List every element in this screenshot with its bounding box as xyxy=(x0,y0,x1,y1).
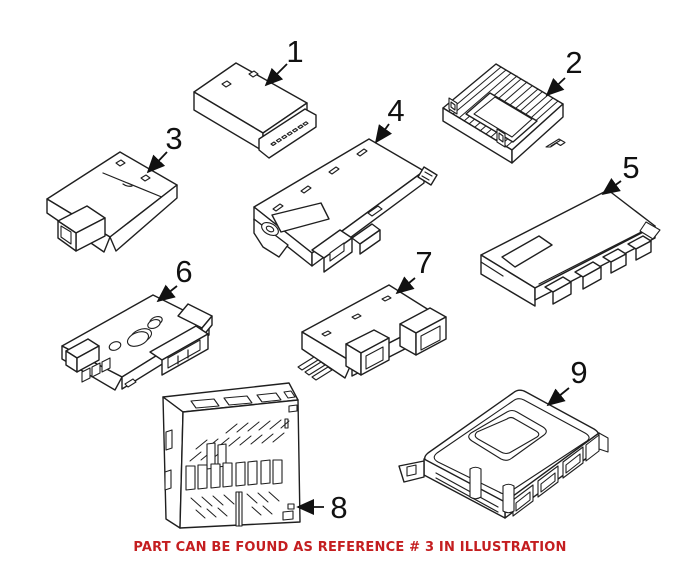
part-2-module-icon xyxy=(442,63,566,164)
part-3-ref-number: 3 xyxy=(165,120,183,156)
part-6-module-icon xyxy=(61,294,213,391)
part-3-arrow xyxy=(146,151,168,174)
part-1-module-icon xyxy=(193,62,317,159)
part-9-module-icon xyxy=(398,389,609,519)
part-7-module-icon xyxy=(297,284,447,381)
reference-note: PART CAN BE FOUND AS REFERENCE # 3 IN IL… xyxy=(133,540,567,555)
part-1-ref-number: 1 xyxy=(286,33,304,69)
part-6-ref-number: 6 xyxy=(175,253,193,289)
part-7-arrow xyxy=(395,276,416,295)
part-4-ref-number: 4 xyxy=(387,92,405,128)
part-6-arrow xyxy=(156,284,178,303)
part-5-module-icon xyxy=(480,189,661,307)
part-8-module-icon xyxy=(162,382,301,529)
part-7-ref-number: 7 xyxy=(415,244,433,280)
part-9-ref-number: 9 xyxy=(570,354,588,390)
part-8-ref-number: 8 xyxy=(330,489,348,525)
part-4-arrow xyxy=(374,123,393,144)
part-5-ref-number: 5 xyxy=(622,149,640,185)
part-5-arrow xyxy=(601,177,622,196)
part-1-arrow xyxy=(264,63,288,87)
part-3-module-icon xyxy=(46,151,178,253)
part-9-arrow xyxy=(546,387,570,407)
part-2-arrow xyxy=(545,77,566,97)
part-2-ref-number: 2 xyxy=(565,44,583,80)
part-4-module-icon xyxy=(253,138,438,273)
